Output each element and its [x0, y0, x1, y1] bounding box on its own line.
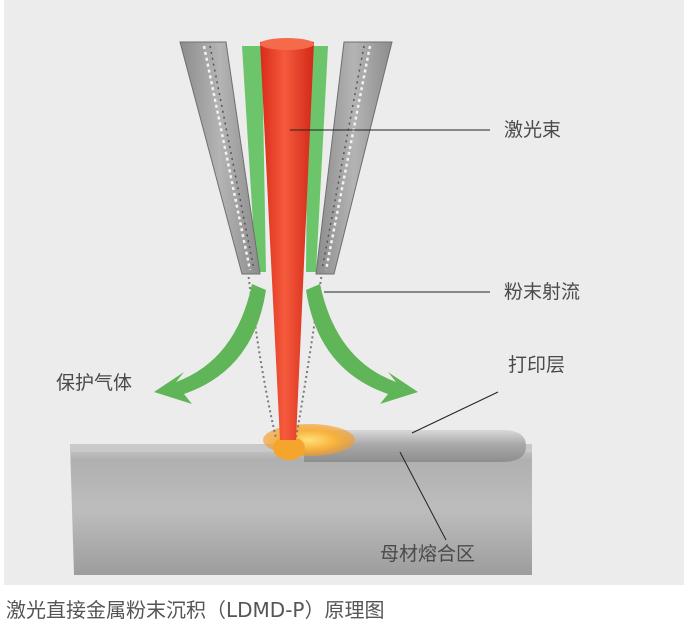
- figure-caption: 激光直接金属粉末沉积（LDMD-P）原理图: [6, 598, 385, 622]
- laser-beam-top: [260, 38, 314, 50]
- nozzle-left-channel: [202, 45, 252, 271]
- melt-pool-core: [273, 436, 305, 460]
- label-shield-gas: 保护气体: [56, 372, 133, 394]
- substrate-block: [70, 444, 532, 575]
- label-laser-beam: 激光束: [504, 119, 562, 141]
- label-powder-jet: 粉末射流: [504, 281, 581, 303]
- nozzle-right-wall: [315, 41, 393, 275]
- shield-gas-arrow-right: [306, 284, 418, 404]
- print-layer-bead: [304, 430, 526, 462]
- leader-fusion-zone: [399, 451, 447, 541]
- nozzle-left-wall: [179, 41, 261, 275]
- label-print-layer: 打印层: [508, 354, 566, 376]
- nozzle-right-channel: [324, 45, 372, 271]
- laser-beam: [260, 39, 314, 440]
- shield-gas-inner-left: [242, 46, 266, 272]
- nozzle-left-channel-dark: [209, 45, 255, 271]
- nozzle-right-channel-dark: [321, 45, 365, 271]
- leader-print-layer: [411, 391, 499, 434]
- label-fusion-zone: 母材熔合区: [380, 543, 476, 565]
- ldmd-diagram: [70, 38, 532, 575]
- shield-gas-inner-right: [306, 46, 328, 272]
- diagram-canvas: 激光束 粉末射流 保护气体 打印层 母材熔合区: [4, 0, 684, 585]
- shield-gas-arrow-left: [154, 284, 266, 404]
